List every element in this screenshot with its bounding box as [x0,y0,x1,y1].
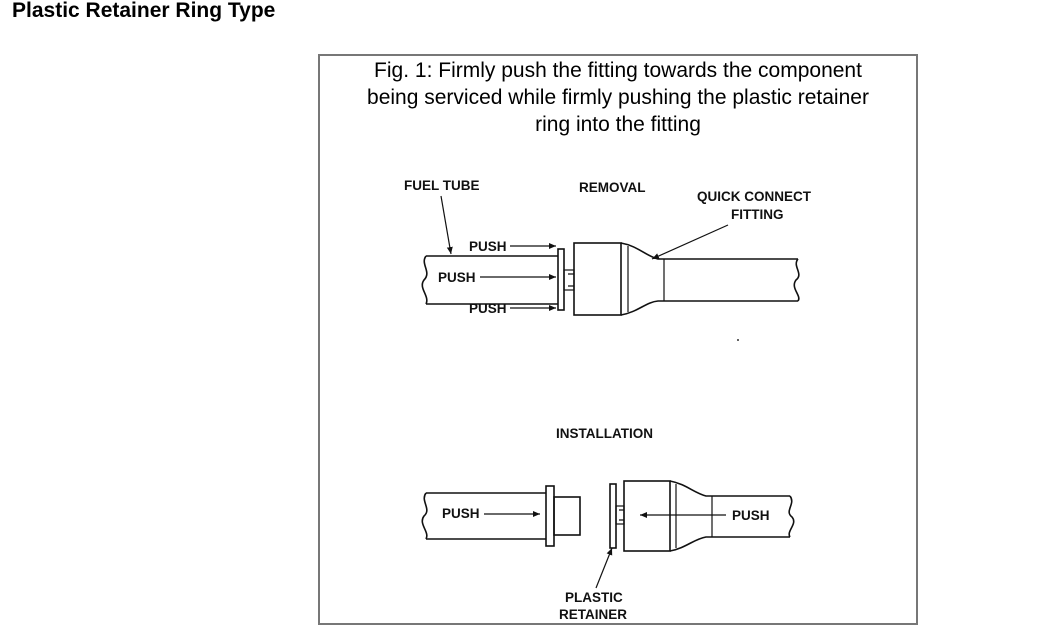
installation-title: INSTALLATION [556,426,653,441]
retainer-leader [595,547,613,589]
installation-fitting: PUSH [609,480,795,552]
push-label: PUSH [442,506,480,521]
fuel-tube-leader [440,195,453,255]
push-label: PUSH [469,301,507,316]
fuel-fitting-diagram: REMOVAL FUEL TUBE QUICK CONNECT FITTING [404,178,812,622]
fitting-label: FITTING [731,207,784,222]
push-label: PUSH [732,508,770,523]
quick-connect-label: QUICK CONNECT [697,189,812,204]
retainer-ring [557,248,575,311]
push-label: PUSH [469,239,507,254]
fuel-tube-label: FUEL TUBE [404,178,480,193]
stray-dot [737,339,739,341]
removal-push-arrows: PUSH PUSH PUSH [438,239,556,316]
caption-line: ring into the fitting [535,113,701,136]
figure-box: Fig. 1: Firmly push the fitting towards … [318,54,918,625]
fuel-tube [421,255,558,305]
plastic-label: PLASTIC [565,590,623,605]
quick-connect-fitting [573,242,800,316]
caption-line: being serviced while firmly pushing the … [367,86,869,109]
removal-section: REMOVAL FUEL TUBE QUICK CONNECT FITTING [404,178,812,341]
fitting-leader [651,224,729,260]
caption-line: Fig. 1: Firmly push the fitting towards … [374,59,862,82]
figure-caption: Fig. 1: Firmly push the fitting towards … [320,56,916,138]
retainer-label: RETAINER [559,607,627,622]
installation-tube: PUSH [421,485,581,547]
installation-section: INSTALLATION PUSH [421,426,795,622]
push-label: PUSH [438,270,476,285]
page-heading: Plastic Retainer Ring Type [12,0,276,22]
removal-title: REMOVAL [579,180,646,195]
